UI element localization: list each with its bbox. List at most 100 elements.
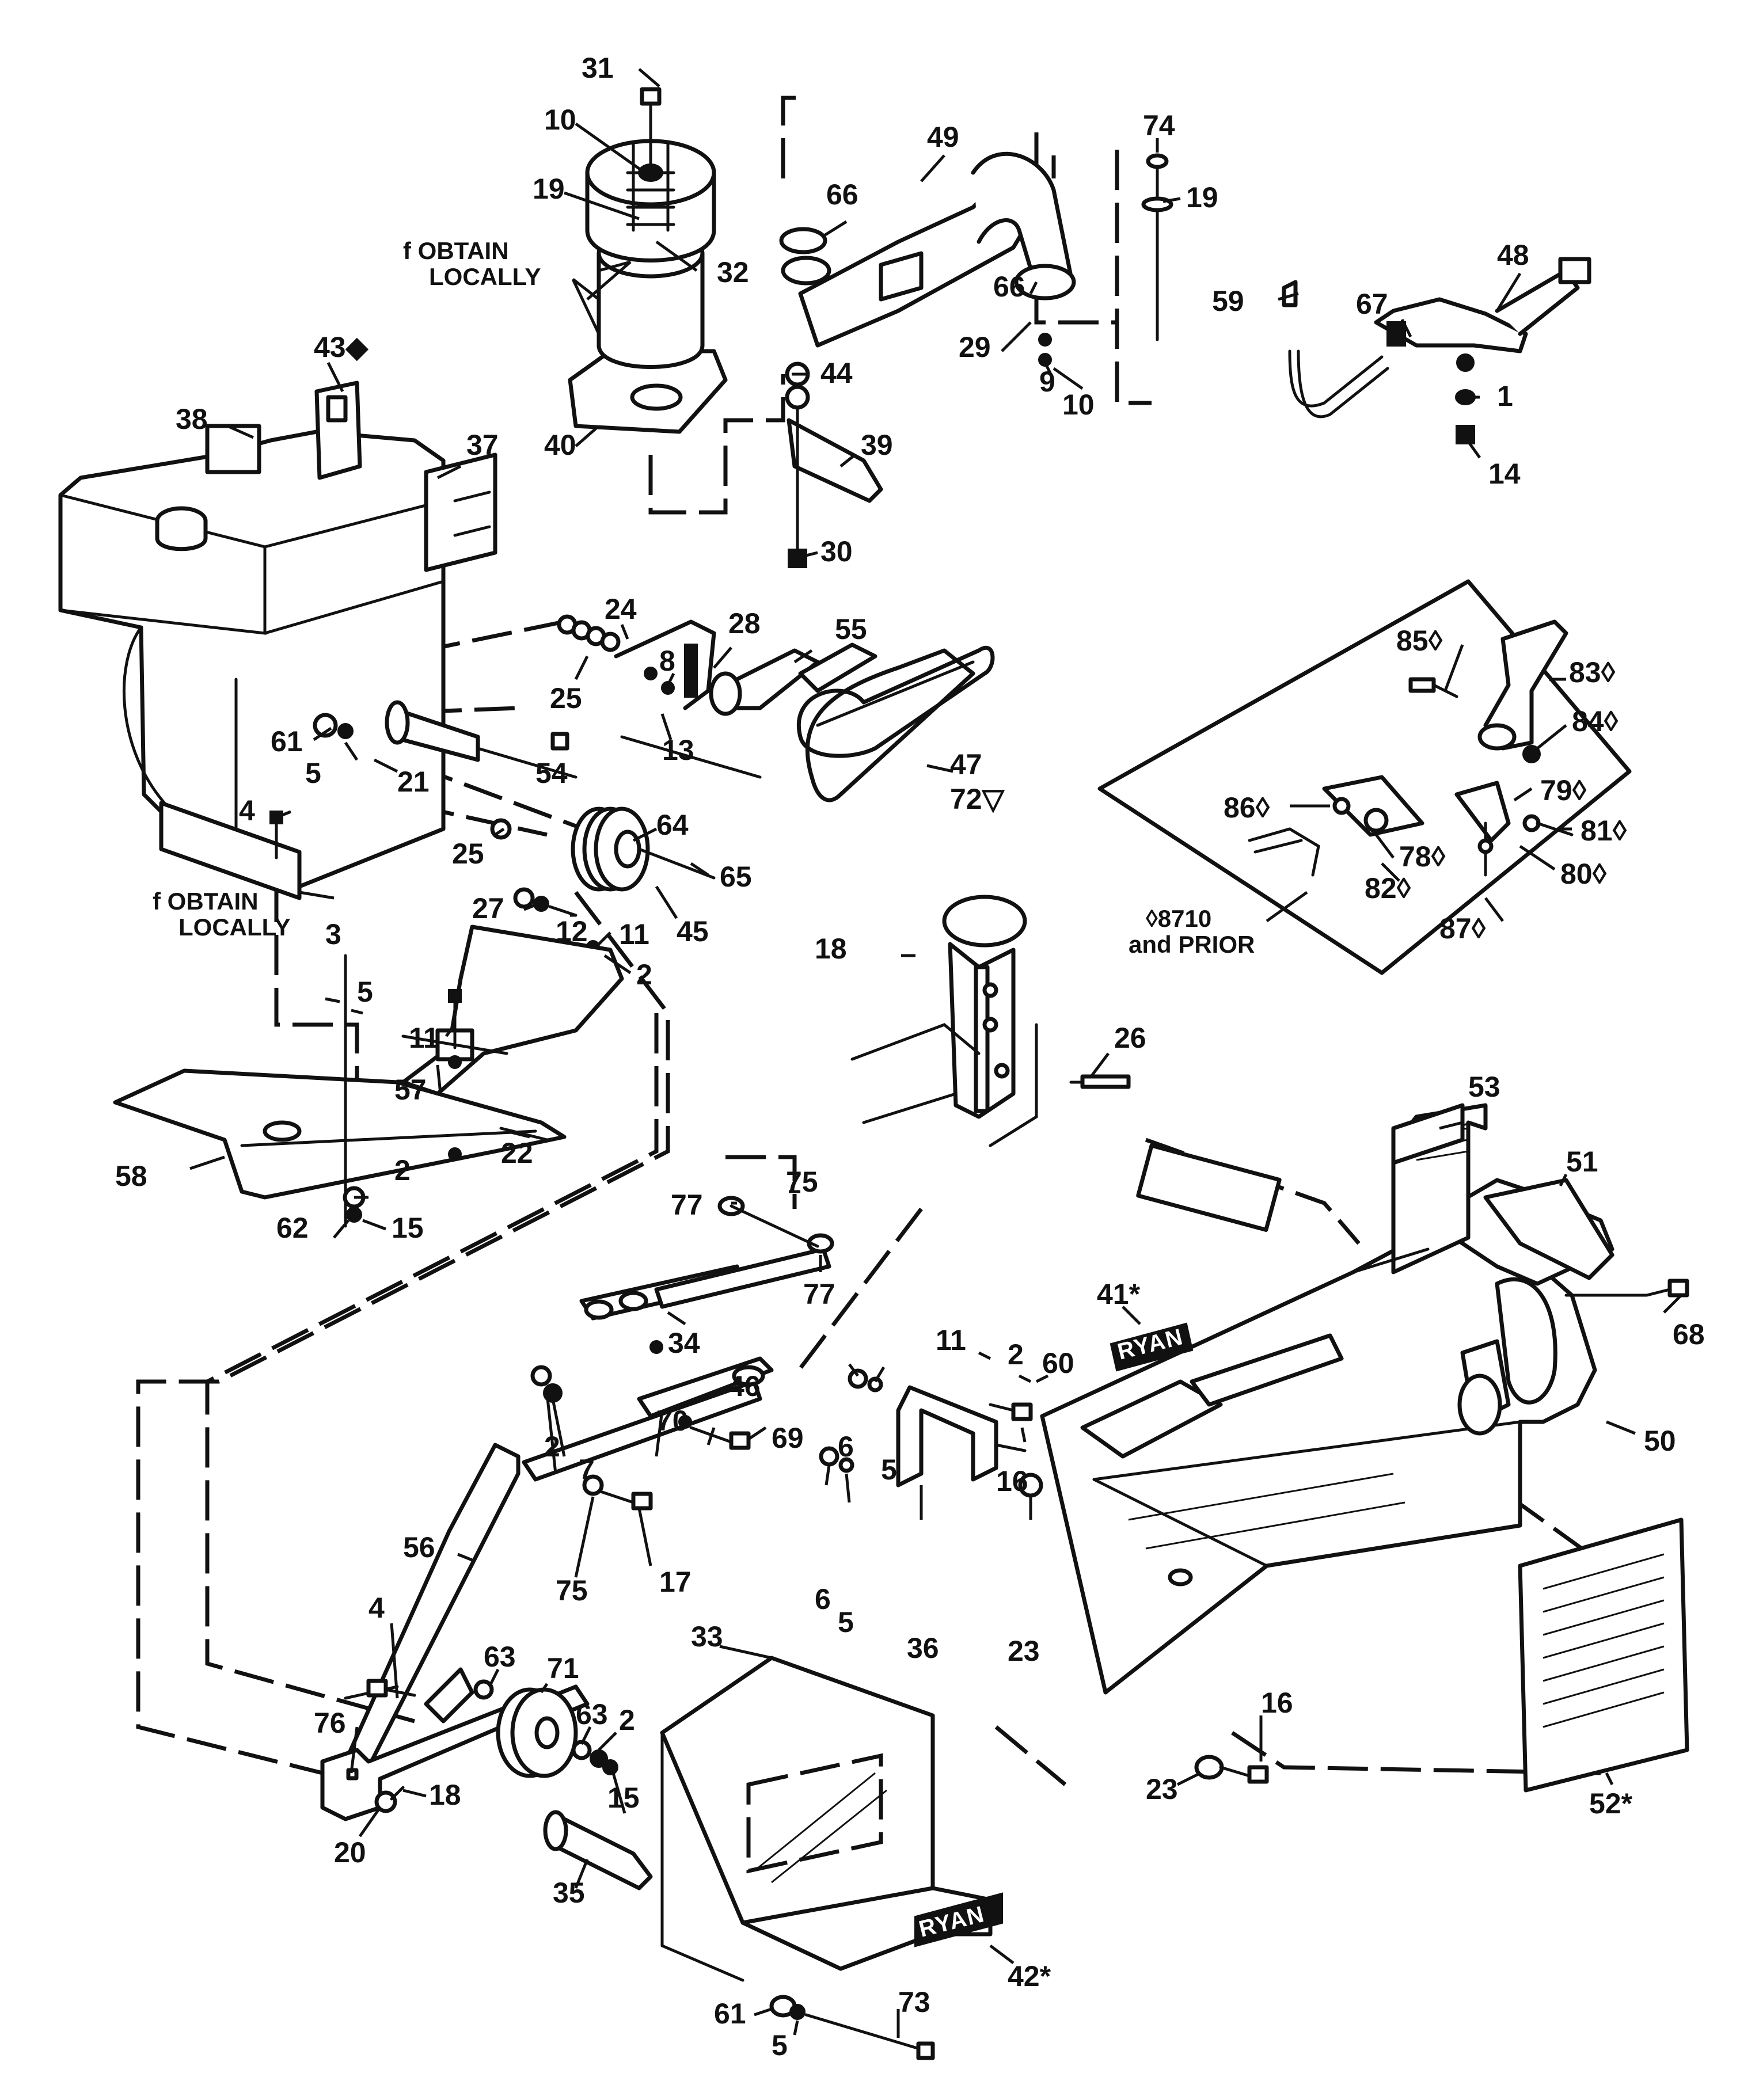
callout-59: 59 — [1212, 285, 1244, 317]
callout-16: 16 — [1261, 1687, 1293, 1719]
callout-73: 73 — [898, 1986, 930, 2018]
callout-30: 30 — [820, 535, 853, 568]
callout-31: 31 — [582, 52, 614, 84]
callout-19: 19 — [533, 173, 565, 205]
callout-16: 16 — [996, 1465, 1028, 1497]
u-bracket — [819, 1368, 1043, 1498]
muffler-hardware — [785, 153, 1173, 568]
callout-10: 10 — [1062, 389, 1095, 421]
note-obtain-locally-top-line1: f OBTAIN — [403, 237, 509, 264]
top-cover-parts — [1391, 1103, 1689, 1298]
engine — [58, 381, 497, 900]
handle-assembly — [850, 895, 1131, 1147]
callout-54: 54 — [535, 757, 568, 789]
bottom-hardware — [346, 1568, 1269, 2060]
callout-44: 44 — [820, 357, 853, 389]
callout-25: 25 — [452, 838, 484, 870]
callout-39: 39 — [861, 429, 893, 461]
callout-76: 76 — [314, 1707, 346, 1739]
callout-32: 32 — [717, 256, 749, 288]
callout-13: 13 — [662, 734, 694, 766]
callout-18: 18 — [429, 1779, 461, 1811]
callout-23: 23 — [1008, 1635, 1040, 1667]
callout-62: 62 — [276, 1212, 309, 1244]
callout-77: 77 — [803, 1278, 835, 1310]
instruction-decal-plate — [1518, 1517, 1689, 1793]
callout-23: 23 — [1146, 1773, 1178, 1805]
callout-65: 65 — [720, 861, 752, 893]
leader-lines — [189, 68, 1682, 2038]
callout-75: 75 — [556, 1574, 588, 1607]
note-prior-serial-line1: ◊8710 — [1146, 905, 1211, 932]
handle-frame — [320, 1340, 774, 1821]
callout-86: 86◊ — [1224, 792, 1270, 824]
callout-15: 15 — [607, 1782, 640, 1814]
callout-66: 66 — [993, 271, 1025, 303]
callout-labels: 31 10 19 32 49 66 74 19 48 59 67 66 29 9… — [115, 52, 1705, 2061]
callout-19: 19 — [1186, 181, 1218, 214]
callout-41: 41* — [1097, 1278, 1141, 1310]
callout-11: 11 — [619, 918, 649, 950]
callout-20: 20 — [334, 1836, 366, 1869]
inset-prior-serial — [1097, 579, 1632, 975]
callout-84: 84◊ — [1572, 705, 1619, 737]
callout-22: 22 — [501, 1137, 533, 1169]
callout-2: 2 — [1008, 1338, 1024, 1371]
callout-14: 14 — [1488, 458, 1521, 490]
callout-63: 63 — [484, 1641, 516, 1673]
callout-5: 5 — [838, 1606, 854, 1638]
callout-1: 1 — [1497, 380, 1513, 412]
note-obtain-locally-left-line2: LOCALLY — [178, 914, 290, 941]
callout-29: 29 — [959, 331, 991, 363]
callout-75: 75 — [786, 1166, 818, 1198]
callout-6: 6 — [838, 1431, 854, 1463]
callout-18: 18 — [815, 933, 847, 965]
callout-52: 52* — [1589, 1787, 1633, 1820]
callout-15: 15 — [392, 1212, 424, 1244]
callout-78: 78◊ — [1399, 840, 1446, 873]
callout-60: 60 — [1042, 1347, 1074, 1379]
callout-4: 4 — [239, 794, 255, 827]
air-cleaner — [568, 87, 728, 434]
callout-17: 17 — [659, 1566, 692, 1598]
callout-49: 49 — [927, 121, 959, 153]
callout-74: 74 — [1143, 109, 1175, 142]
callout-56: 56 — [403, 1531, 435, 1563]
callout-64: 64 — [656, 809, 689, 841]
callout-63: 63 — [576, 1698, 608, 1730]
callout-12: 12 — [556, 915, 588, 948]
callout-47: 47 — [950, 748, 982, 781]
link-assembly — [579, 1196, 834, 1321]
callout-38: 38 — [176, 403, 208, 435]
callout-57: 57 — [394, 1074, 427, 1106]
note-obtain-locally-top-line2: LOCALLY — [429, 263, 541, 290]
callout-43: 43◆ — [314, 331, 369, 363]
note-prior-serial-line2: and PRIOR — [1129, 931, 1255, 958]
callout-61: 61 — [271, 725, 303, 758]
callout-37: 37 — [466, 429, 499, 461]
callout-21: 21 — [397, 766, 430, 798]
callout-53: 53 — [1468, 1071, 1500, 1103]
callout-6: 6 — [815, 1583, 831, 1615]
callout-11: 11 — [936, 1324, 966, 1356]
callout-5: 5 — [305, 757, 321, 789]
belt-hardware — [269, 614, 675, 954]
callout-2: 2 — [544, 1431, 560, 1463]
callout-58: 58 — [115, 1160, 147, 1192]
callout-36: 36 — [907, 1632, 939, 1664]
callout-82: 82◊ — [1365, 872, 1411, 904]
callout-71: 71 — [547, 1652, 579, 1684]
callout-55: 55 — [835, 613, 867, 645]
callout-4: 4 — [368, 1592, 385, 1624]
callout-85: 85◊ — [1396, 625, 1443, 657]
callout-51: 51 — [1566, 1146, 1598, 1178]
callout-24: 24 — [605, 593, 637, 625]
engine-mount-brackets — [113, 925, 624, 1228]
callout-2: 2 — [636, 958, 652, 991]
callout-2: 2 — [394, 1154, 411, 1186]
callout-26: 26 — [1114, 1022, 1146, 1054]
drive-assembly — [385, 619, 995, 892]
drive-belt — [805, 648, 975, 802]
callout-5: 5 — [881, 1454, 897, 1486]
